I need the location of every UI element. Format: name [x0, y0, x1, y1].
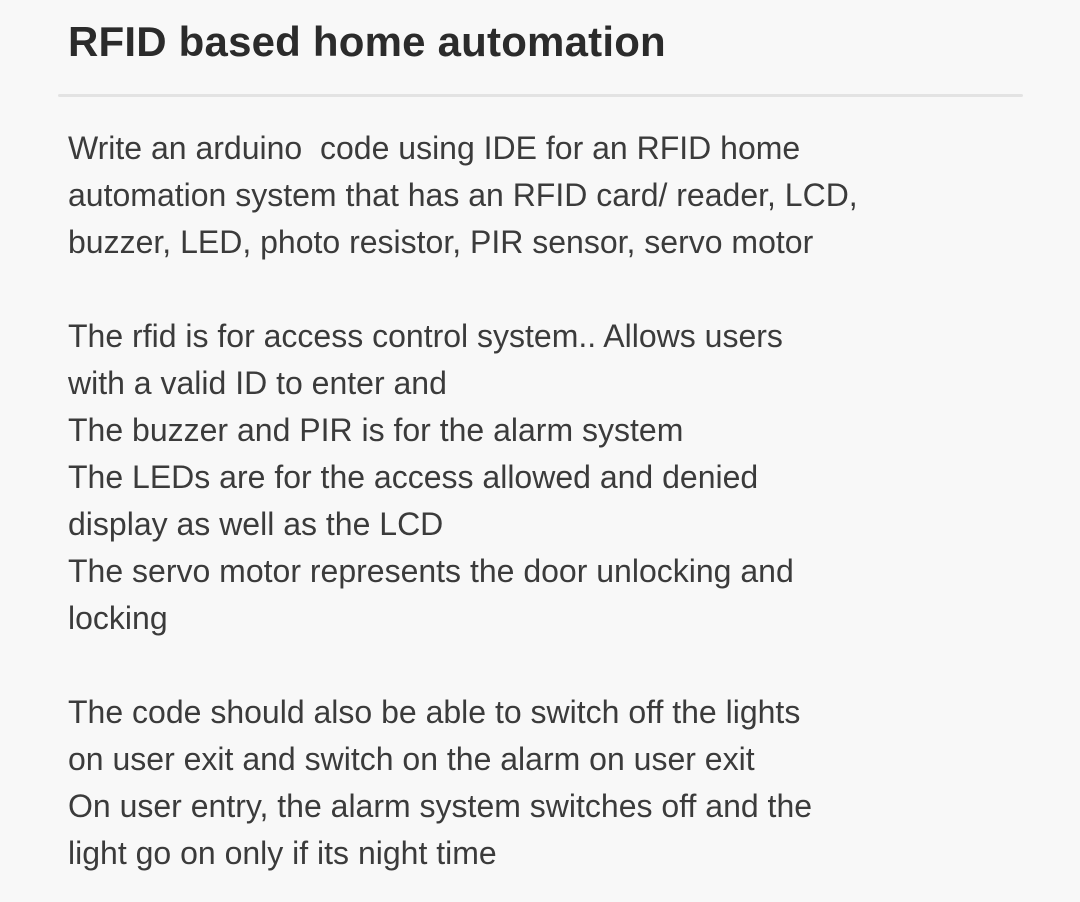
title-divider	[58, 94, 1023, 97]
question-line: on user exit and switch on the alarm on …	[68, 741, 755, 777]
question-line: Write an arduino code using IDE for an R…	[68, 130, 801, 166]
question-body: Write an arduino code using IDE for an R…	[58, 125, 1023, 877]
question-paragraph: The code should also be able to switch o…	[68, 689, 1023, 877]
question-page: RFID based home automation Write an ardu…	[58, 18, 1023, 877]
question-line: On user entry, the alarm system switches…	[68, 788, 813, 824]
question-paragraph: Write an arduino code using IDE for an R…	[68, 125, 1023, 266]
page-title: RFID based home automation	[68, 18, 666, 65]
question-line: The servo motor represents the door unlo…	[68, 553, 794, 589]
question-line: locking	[68, 600, 168, 636]
question-line: display as well as the LCD	[68, 506, 444, 542]
question-paragraph: The rfid is for access control system.. …	[68, 313, 1023, 642]
question-line: with a valid ID to enter and	[68, 365, 447, 401]
question-line: The buzzer and PIR is for the alarm syst…	[68, 412, 684, 448]
question-line: The rfid is for access control system.. …	[68, 318, 783, 354]
question-line: The LEDs are for the access allowed and …	[68, 459, 759, 495]
question-line: light go on only if its night time	[68, 835, 497, 871]
question-line: automation system that has an RFID card/…	[68, 177, 858, 213]
question-line: buzzer, LED, photo resistor, PIR sensor,…	[68, 224, 814, 260]
question-line: The code should also be able to switch o…	[68, 694, 801, 730]
